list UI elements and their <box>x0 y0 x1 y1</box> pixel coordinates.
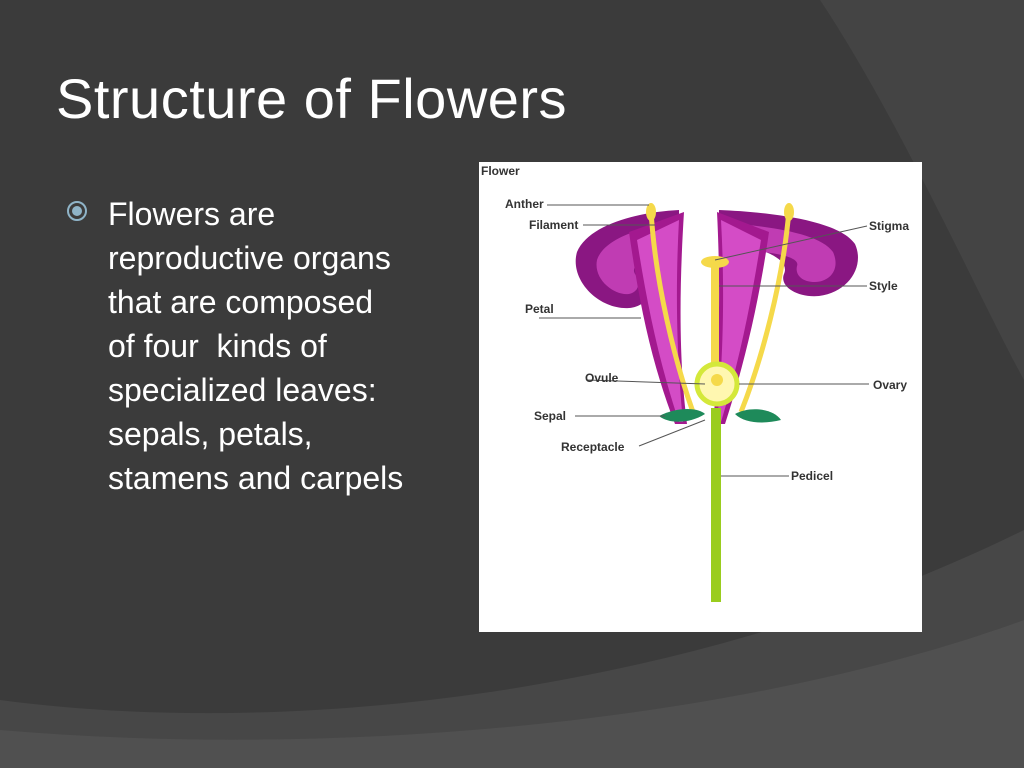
left-petal <box>575 210 687 424</box>
bullet-line: stamens and carpels <box>108 460 404 496</box>
right-sepal <box>735 409 781 423</box>
circle-dot-icon <box>67 201 87 221</box>
flower-diagram: Flower <box>479 162 922 632</box>
label-pedicel: Pedicel <box>791 469 833 483</box>
bullet-line: that are composed <box>108 284 374 320</box>
label-stigma: Stigma <box>869 219 909 233</box>
label-filament: Filament <box>529 218 578 232</box>
bullet-line: specialized leaves: <box>108 372 377 408</box>
left-stamen <box>646 203 696 413</box>
pedicel-stem <box>711 408 721 602</box>
label-sepal: Sepal <box>534 409 566 423</box>
diagram-heading: Flower <box>481 164 520 178</box>
label-receptacle: Receptacle <box>561 440 625 454</box>
bullet-line: reproductive organs <box>108 240 391 276</box>
label-anther: Anther <box>505 197 544 211</box>
leader-lines <box>539 204 869 477</box>
flower-diagram-svg: Flower <box>481 164 909 602</box>
label-petal: Petal <box>525 302 554 316</box>
label-ovary: Ovary <box>873 378 907 392</box>
right-stamen <box>738 203 794 413</box>
slide-title: Structure of Flowers <box>56 67 568 130</box>
left-sepal <box>659 409 705 422</box>
label-style: Style <box>869 279 898 293</box>
bullet-line: of four kinds of <box>108 328 327 364</box>
label-ovule: Ovule <box>585 371 619 385</box>
bullet-text: Flowers are reproductive organs that are… <box>108 192 468 500</box>
bullet-line: sepals, petals, <box>108 416 313 452</box>
bullet-line: Flowers are <box>108 196 276 232</box>
